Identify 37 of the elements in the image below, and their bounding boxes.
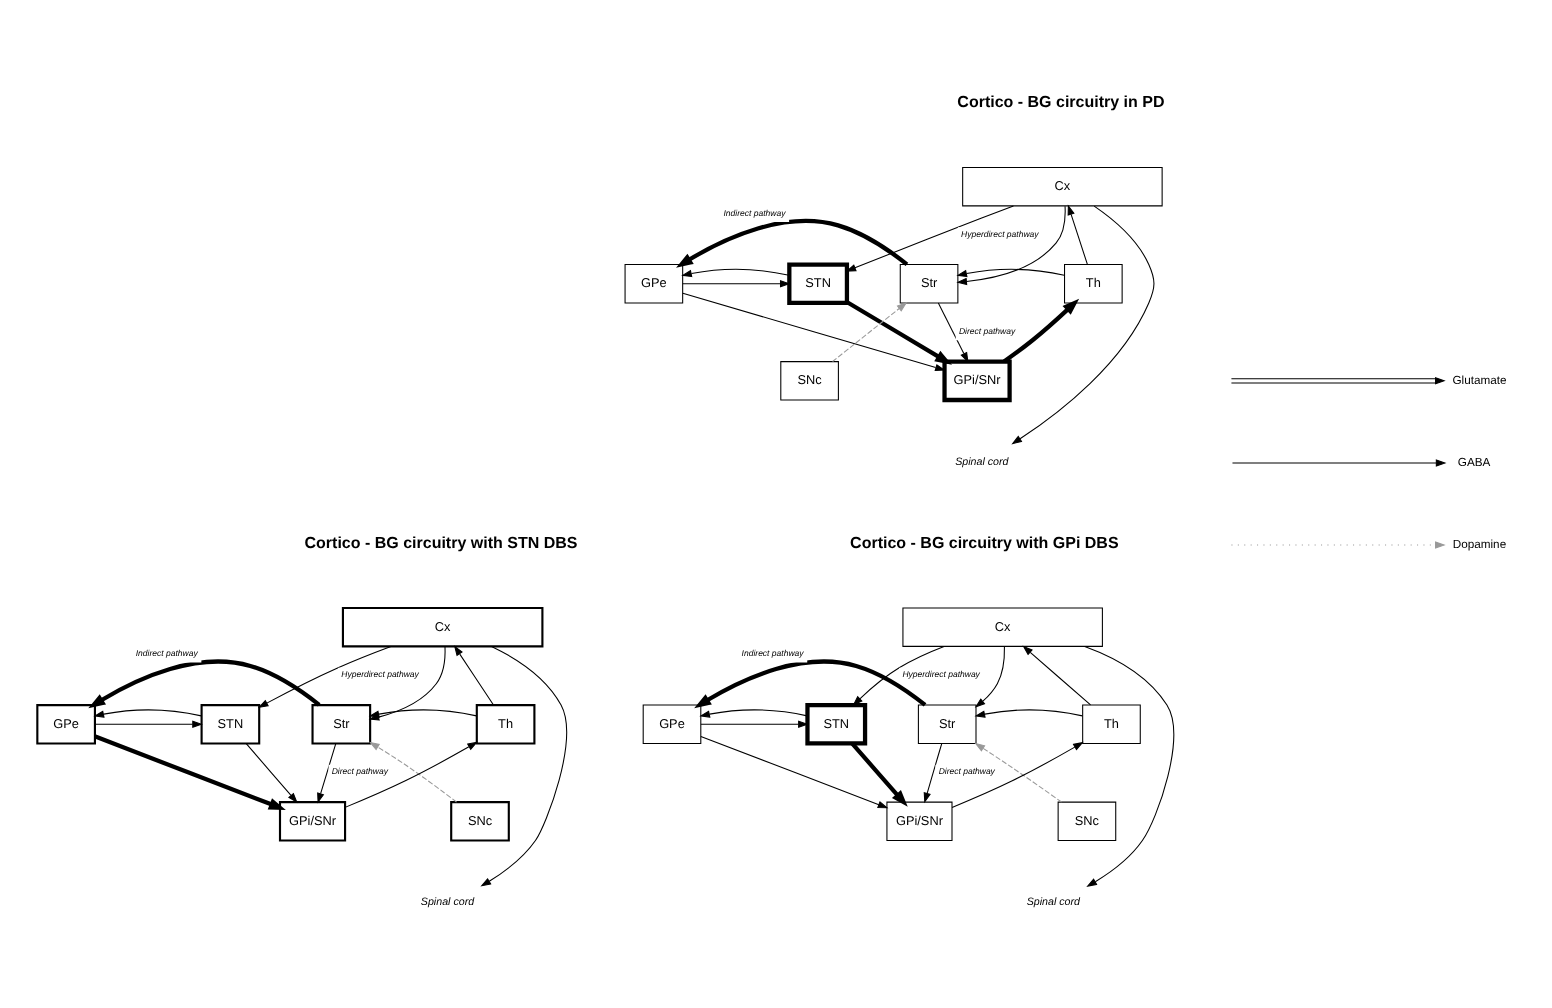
arrow — [700, 735, 889, 809]
arrow — [937, 302, 969, 363]
arrow — [923, 743, 943, 804]
arrow — [257, 645, 392, 708]
arrow — [1022, 645, 1092, 706]
arrow — [700, 720, 809, 728]
arrow — [845, 205, 1014, 272]
arrow — [368, 709, 478, 718]
arrow — [245, 743, 298, 804]
arrow — [951, 741, 1084, 808]
arrow — [832, 302, 908, 362]
arrow — [850, 742, 908, 807]
arrow — [846, 300, 952, 365]
arrow — [94, 720, 203, 728]
arrow — [1084, 646, 1175, 887]
arrow — [94, 734, 286, 810]
arrow — [1011, 205, 1155, 445]
arrow — [368, 741, 458, 803]
arrow — [676, 219, 909, 268]
arrow — [93, 709, 202, 718]
arrow — [317, 743, 337, 804]
arrow — [699, 709, 808, 718]
arrow — [974, 646, 1005, 708]
arrow — [88, 659, 321, 709]
arrow — [852, 645, 945, 706]
arrow — [974, 742, 1063, 803]
arrow — [956, 268, 1065, 278]
arrow — [682, 292, 946, 372]
arrow — [480, 645, 567, 887]
arrow — [694, 659, 927, 709]
arrow — [681, 268, 790, 278]
arrow — [1002, 298, 1080, 364]
arrow — [682, 280, 791, 288]
arrow — [344, 741, 479, 808]
arrow — [974, 709, 1083, 718]
arrow — [453, 645, 495, 706]
arrow — [1067, 204, 1088, 265]
